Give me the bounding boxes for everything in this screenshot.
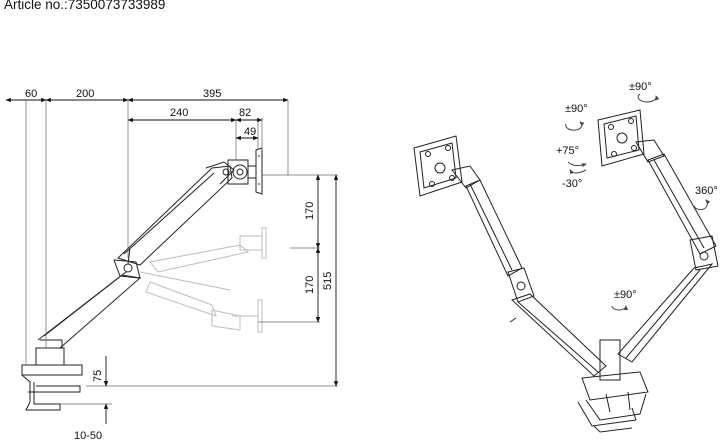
dim-515: 515	[322, 272, 334, 290]
tilt-up-label: +75°	[556, 145, 579, 157]
side-view: 60 200 395 240 82 49 170 170 515 75 10-5…	[5, 88, 339, 442]
top-90-label: ±90°	[629, 81, 652, 93]
upper-arm	[117, 161, 235, 266]
left-vesa-plate	[413, 135, 463, 197]
rotation-arrows	[565, 93, 711, 311]
rotation-labels: ±90° ±90° +75° -30° 360° ±90°	[556, 81, 718, 301]
perspective-view: ±90° ±90° +75° -30° 360° ±90°	[413, 81, 719, 433]
dim-395: 395	[203, 88, 221, 100]
dim-240: 240	[170, 107, 188, 119]
swivel-360-label: 360°	[695, 185, 718, 197]
pan-90-label: ±90°	[565, 103, 588, 115]
left-arm	[451, 165, 607, 377]
article-number: Article no.:7350073733989	[4, 0, 166, 12]
dim-10-50: 10-50	[74, 430, 102, 442]
pole-and-clamp	[577, 339, 649, 433]
dim-60: 60	[25, 88, 37, 100]
right-vesa-plate	[597, 109, 645, 167]
desk-clamp	[21, 339, 83, 411]
dim-82: 82	[239, 107, 251, 119]
ghost-arm-positions	[139, 227, 267, 333]
dim-200: 200	[76, 88, 94, 100]
extension-lines	[25, 100, 338, 405]
dim-75: 75	[92, 370, 104, 382]
dimension-labels: 60 200 395 240 82 49 170 170 515 75 10-5…	[25, 88, 334, 442]
right-arm	[617, 139, 719, 363]
tilt-down-label: -30°	[562, 178, 582, 190]
dimension-lines	[5, 97, 339, 424]
base-90-label: ±90°	[614, 289, 637, 301]
dim-170-lower: 170	[304, 276, 316, 294]
lower-arm	[37, 259, 142, 349]
dim-49: 49	[244, 126, 256, 138]
dim-170-upper: 170	[304, 202, 316, 220]
tilt-head	[227, 147, 263, 195]
